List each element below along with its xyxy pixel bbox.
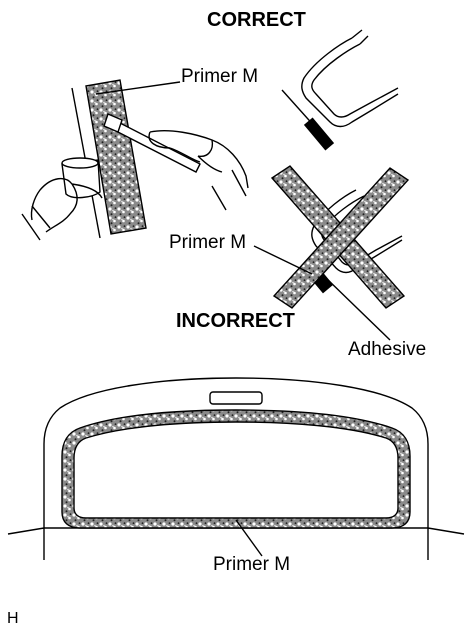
primer-m-label-top: Primer M [181, 66, 259, 87]
primer-bottom-leader [235, 519, 263, 557]
incorrect-label: INCORRECT [176, 310, 295, 332]
correct-primer-band [303, 117, 335, 151]
right-hand [148, 130, 249, 189]
correct-leader [281, 89, 317, 129]
correct-glass-inner [311, 43, 399, 118]
window-primer-outer [61, 409, 411, 529]
primer-top-leader [95, 81, 181, 95]
left-sleeve [21, 205, 51, 241]
adhesive-label: Adhesive [348, 339, 427, 360]
rear-window-scene [7, 377, 465, 560]
correct-detail [95, 29, 399, 151]
incorrect-detail [253, 165, 410, 341]
cab-lower-right [427, 527, 465, 560]
primer-m-label-bottom: Primer M [213, 554, 291, 575]
adhesive-leader [325, 277, 391, 341]
left-hand [30, 177, 103, 233]
primer-application-scene [21, 79, 249, 241]
primer-middle-leader [253, 245, 313, 275]
primer-strip-upper [85, 79, 147, 235]
correct-glass-top [351, 29, 369, 45]
incorrect-glass-outer [311, 189, 403, 274]
stop-lamp [209, 391, 263, 405]
cab-outline [43, 377, 429, 528]
cab-lower-left [7, 527, 45, 560]
correct-glass-outer [301, 37, 399, 128]
primer-m-label-middle: Primer M [169, 232, 247, 253]
x-band-2 [272, 167, 410, 309]
brush-tip [103, 113, 123, 133]
figure-code: H [7, 610, 19, 627]
cup-rim [61, 157, 99, 169]
correct-label: CORRECT [207, 9, 306, 31]
right-sleeve [211, 169, 247, 211]
